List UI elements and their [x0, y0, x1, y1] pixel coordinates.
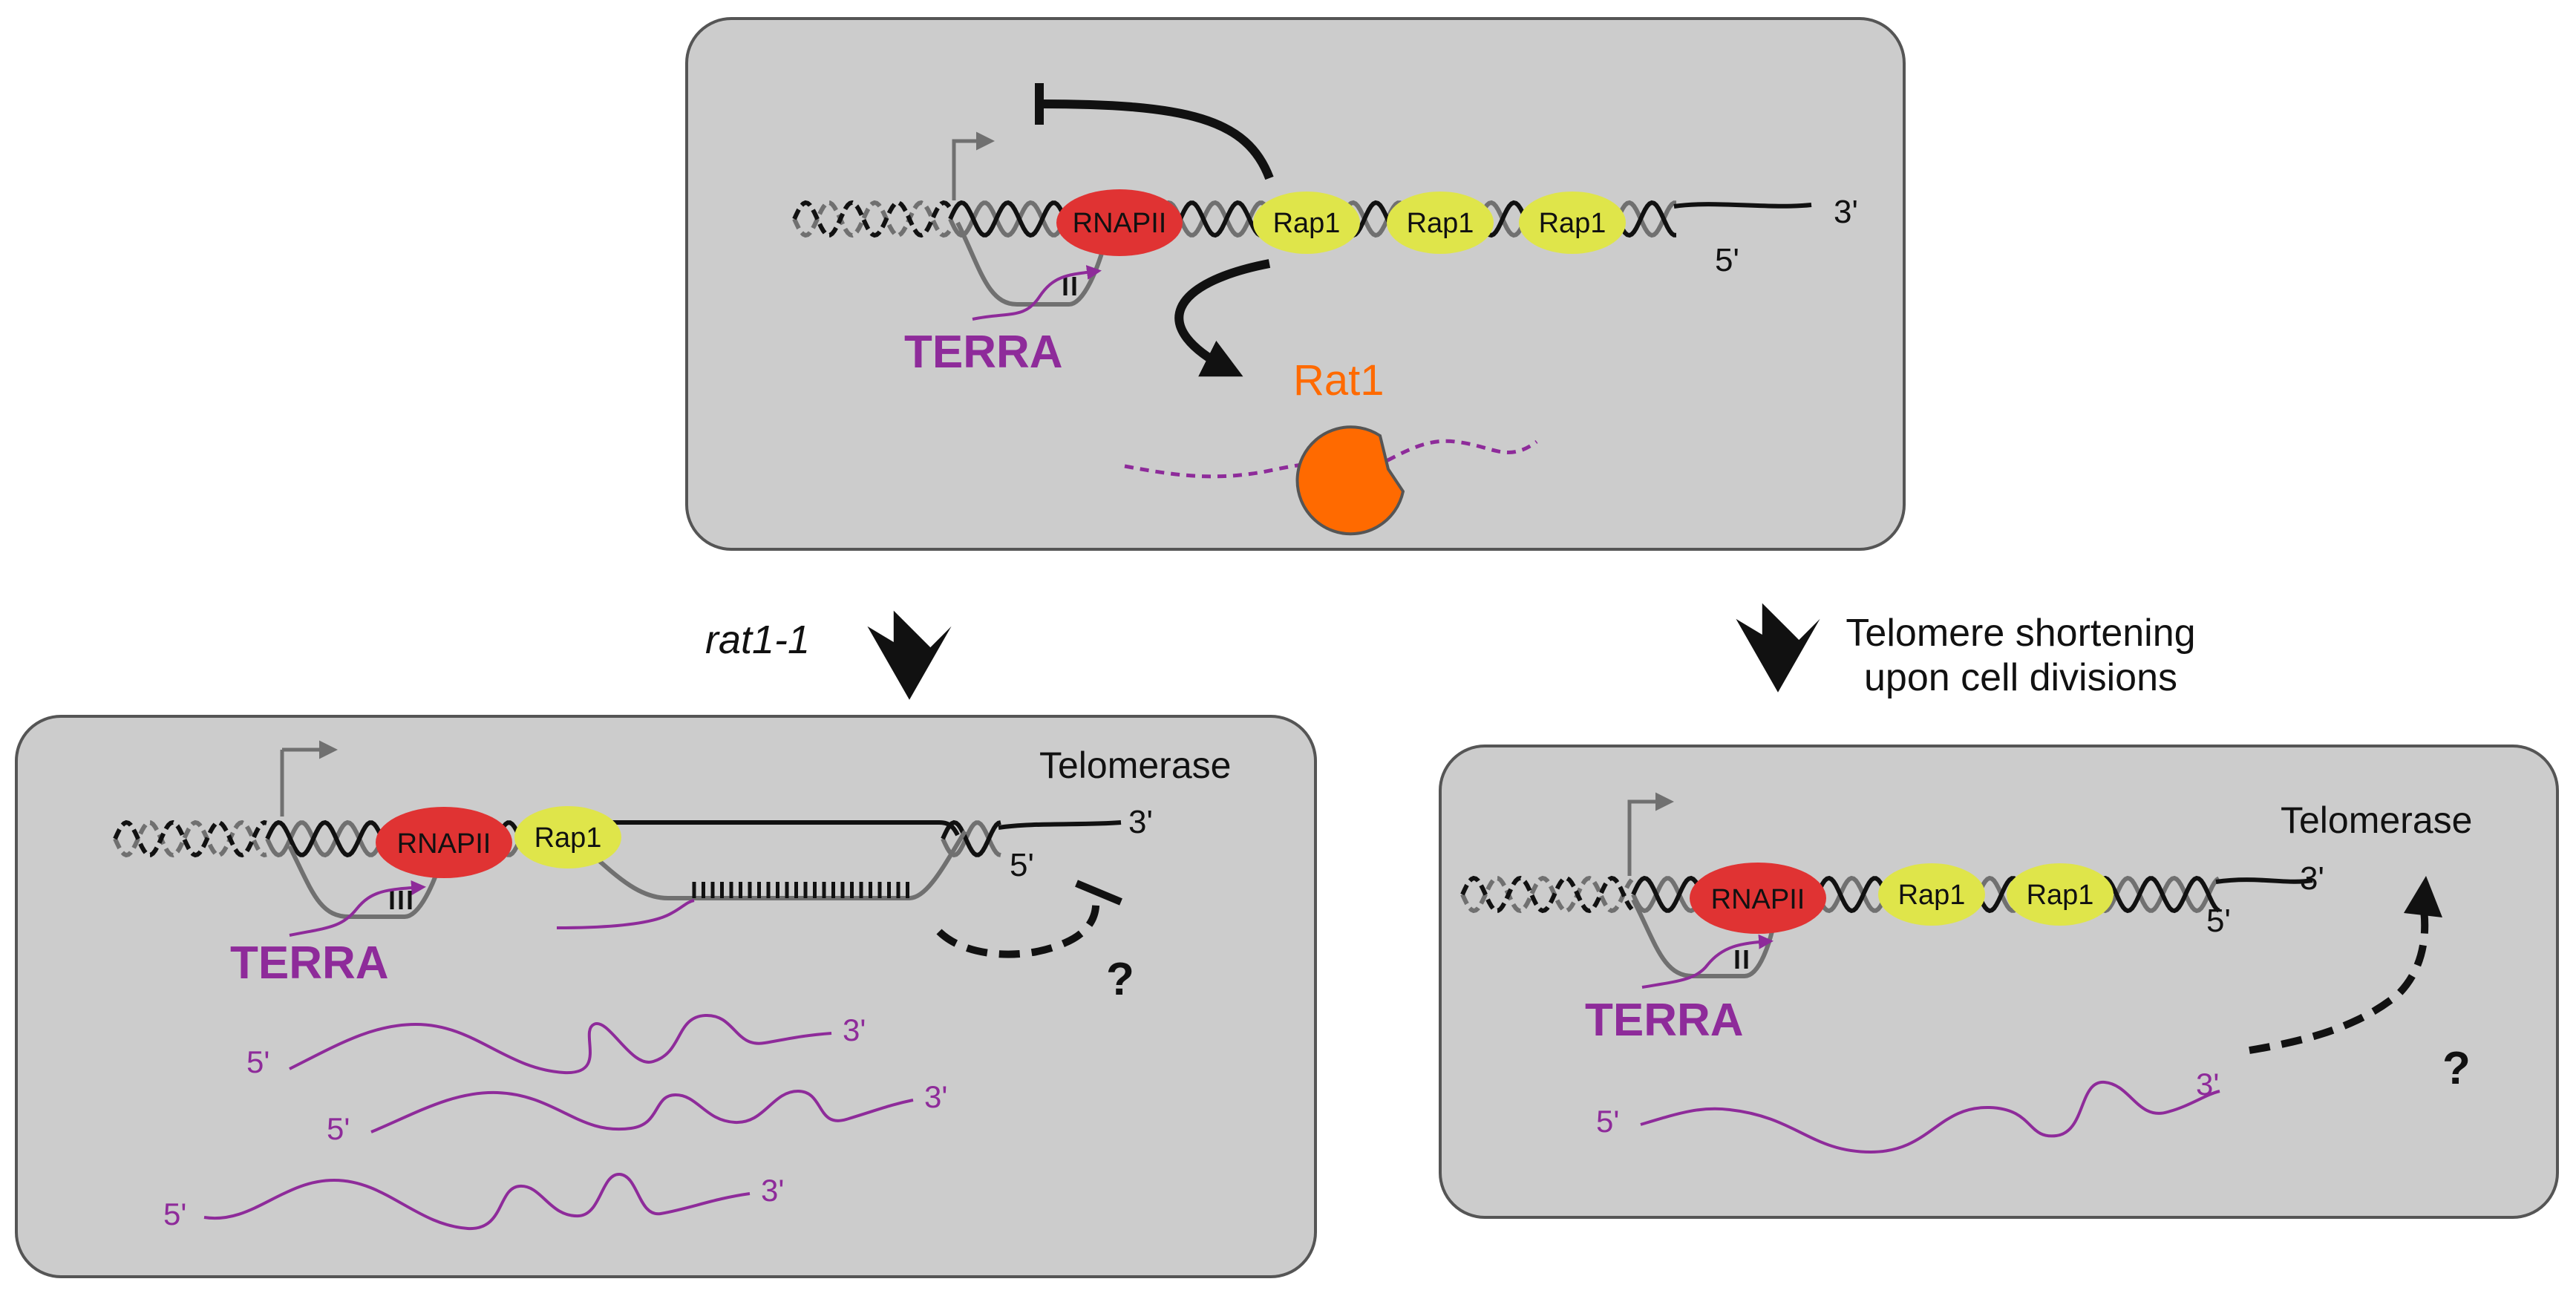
top-end-3-label: 3' — [1834, 194, 1858, 230]
left-rna1-3-label: 3' — [843, 1012, 866, 1047]
top-rap1-c-label: Rap1 — [1539, 208, 1606, 239]
right-down-arrow-icon — [1736, 603, 1820, 693]
right-promoter-arrow — [1627, 792, 1674, 876]
top-rnapii-label: RNAPII — [1073, 208, 1167, 239]
rat1-1-label: rat1-1 — [705, 618, 810, 662]
left-terra-rna-3 — [203, 1173, 751, 1231]
left-terra-rna-1 — [289, 1013, 832, 1075]
left-hybrid-ticks — [692, 882, 909, 898]
left-rnapii-label: RNAPII — [397, 828, 491, 860]
top-terra-transcript — [972, 265, 1102, 321]
left-terra-rna-2 — [370, 1089, 914, 1133]
top-rap1-c: Rap1 — [1519, 192, 1626, 254]
top-terra-label: TERRA — [904, 327, 1063, 378]
right-panel: TERRA RNAPII Rap1 Rap1 3' 5' Telomerase … — [1439, 745, 2559, 1219]
left-panel-box — [15, 715, 1317, 1278]
left-rap1: Rap1 — [514, 806, 621, 868]
shortening-label-line2: upon cell divisions — [1864, 656, 2177, 699]
left-down-arrow-icon — [867, 610, 952, 700]
top-recruit-arrow — [1174, 259, 1271, 377]
left-question-mark: ? — [1106, 954, 1134, 1005]
left-inhibition-bar — [1075, 880, 1122, 906]
right-panel-box — [1439, 745, 2559, 1219]
top-rnapii: RNAPII — [1056, 189, 1183, 256]
left-rna3-5-label: 5' — [163, 1197, 186, 1231]
left-transition: rat1-1 — [705, 610, 952, 700]
left-rna3-3-label: 3' — [761, 1173, 784, 1208]
right-terra-transcript — [1641, 934, 1774, 989]
left-dashed-inhibition — [936, 894, 1100, 958]
right-telomerase-label: Telomerase — [2281, 799, 2472, 841]
right-rap1-a-label: Rap1 — [1898, 880, 1966, 911]
left-rnapii: RNAPII — [376, 807, 512, 878]
top-rap1-a-label: Rap1 — [1273, 208, 1341, 239]
left-end-5-label: 5' — [1010, 847, 1034, 883]
right-activation-arrowhead-icon — [2404, 876, 2442, 917]
shortening-label-line1: Telomere shortening — [1846, 612, 2195, 655]
right-rnapii-label: RNAPII — [1711, 884, 1805, 915]
right-rnapii: RNAPII — [1690, 863, 1826, 934]
top-rap1-a: Rap1 — [1253, 192, 1360, 254]
top-panel-box — [685, 17, 1906, 551]
right-terra-rna — [1640, 1080, 2220, 1154]
top-degraded-rna-left — [1124, 458, 1344, 479]
left-terra-label: TERRA — [230, 938, 389, 989]
rat1-label: Rat1 — [1293, 356, 1385, 405]
left-rna2-5-label: 5' — [327, 1111, 350, 1146]
right-dashed-activation — [2249, 909, 2429, 1054]
left-rap1-label: Rap1 — [535, 822, 602, 854]
right-rap1-b: Rap1 — [2007, 863, 2114, 926]
left-rna1-5-label: 5' — [246, 1044, 269, 1079]
top-rap1-b: Rap1 — [1387, 192, 1494, 254]
top-promoter-arrow — [952, 131, 995, 200]
left-upper-strand — [579, 820, 960, 837]
left-hybrid-rna — [556, 899, 695, 929]
right-end-5-label: 5' — [2206, 903, 2231, 939]
left-3-overhang — [998, 820, 1122, 830]
right-terra-label: TERRA — [1585, 995, 1744, 1046]
top-end-5-label: 5' — [1715, 242, 1739, 278]
right-rap1-a: Rap1 — [1878, 863, 1985, 926]
top-degraded-rna-right — [1372, 439, 1538, 470]
top-rap1-b-label: Rap1 — [1407, 208, 1474, 239]
right-end-3-label: 3' — [2300, 860, 2324, 897]
left-rna2-3-label: 3' — [924, 1079, 947, 1114]
right-transition: Telomere shortening upon cell divisions — [1736, 603, 2196, 699]
right-rna-5-label: 5' — [1596, 1104, 1619, 1139]
left-end-3-label: 3' — [1128, 804, 1153, 840]
rat1-pacman-icon — [1295, 425, 1405, 536]
right-question-mark: ? — [2442, 1043, 2471, 1094]
right-rap1-b-label: Rap1 — [2027, 880, 2094, 911]
left-terra-transcript — [289, 880, 426, 937]
right-rna-3-label: 3' — [2196, 1067, 2219, 1102]
left-panel: TERRA RNAPII Rap1 3' 5' Telomerase ? 5' … — [15, 715, 1317, 1278]
top-inhibition-arc — [1039, 99, 1274, 180]
left-telomerase-label: Telomerase — [1039, 745, 1231, 786]
top-panel: TERRA RNAPII Rap1 Rap1 Rap1 3' 5' Rat1 — [685, 17, 1906, 551]
